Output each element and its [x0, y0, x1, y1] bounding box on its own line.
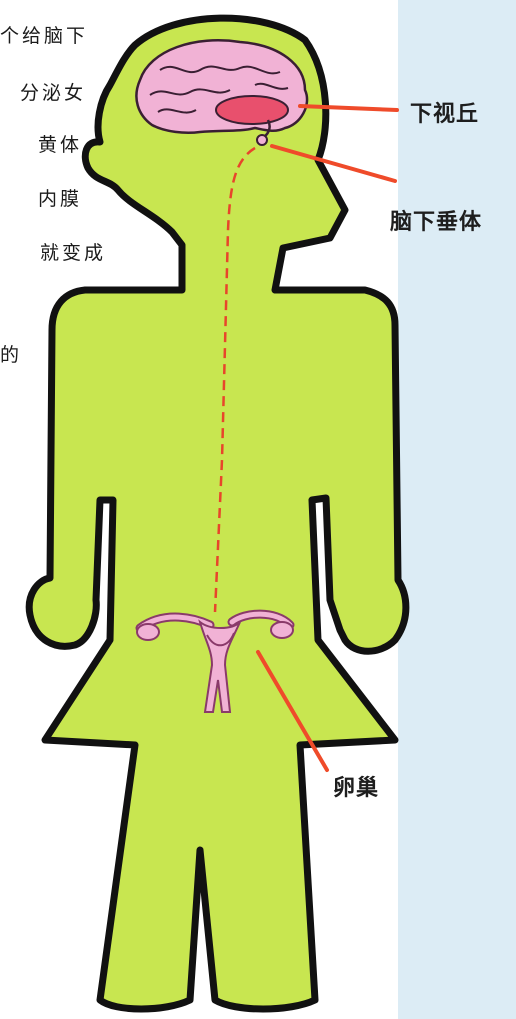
- label-ovary: 卵巢: [333, 770, 379, 802]
- label-hypothalamus: 下视丘: [410, 96, 479, 128]
- label-pituitary: 脑下垂体: [390, 204, 482, 236]
- hypothalamus-region: [216, 96, 288, 124]
- brain-illustration: [136, 40, 307, 145]
- left-ovary: [137, 624, 159, 640]
- right-ovary: [271, 622, 293, 638]
- pituitary-gland: [257, 135, 267, 145]
